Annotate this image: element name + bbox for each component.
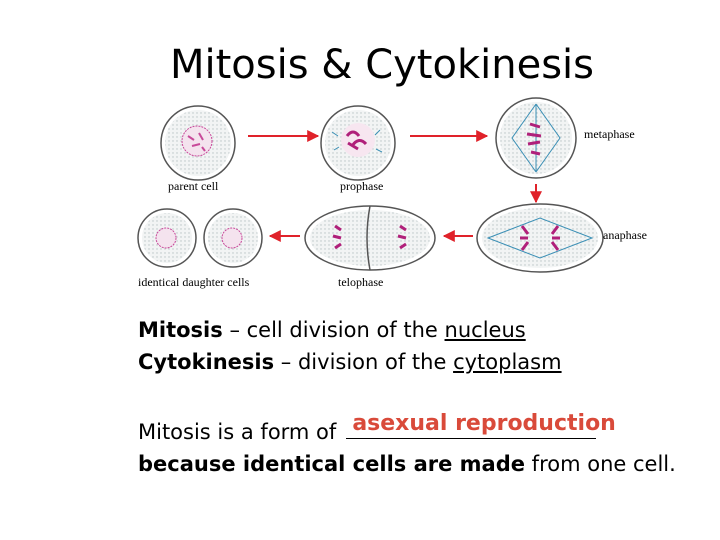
- label-prophase: prophase: [340, 179, 383, 193]
- metaphase-cell: [495, 97, 577, 179]
- anaphase-cell: [476, 203, 604, 273]
- term-mitosis: Mitosis: [138, 318, 223, 342]
- label-metaphase: metaphase: [584, 127, 635, 141]
- definition-cytokinesis: Cytokinesis – division of the cytoplasm: [138, 350, 562, 374]
- question-line-1: Mitosis is a form of asexual reproduction: [138, 411, 616, 444]
- keyword-nucleus: nucleus: [444, 318, 526, 342]
- label-anaphase: anaphase: [603, 228, 647, 242]
- daughter-cell-right: [203, 208, 263, 268]
- answer-blank: asexual reproduction: [346, 411, 616, 439]
- label-daughter-cells: identical daughter cells: [138, 275, 250, 289]
- question-bold: because identical cells are made: [138, 452, 525, 476]
- cytokinesis-text: – division of the: [274, 350, 454, 374]
- question-prefix: Mitosis is a form of: [138, 420, 337, 444]
- definition-mitosis: Mitosis – cell division of the nucleus: [138, 318, 526, 342]
- answer-text: asexual reproduction: [352, 411, 616, 436]
- mitosis-text: – cell division of the: [222, 318, 445, 342]
- question-rest: from one cell.: [525, 452, 676, 476]
- parent-cell: [160, 105, 236, 181]
- mitosis-diagram: parent cell prophase metaphase anaphase …: [137, 97, 647, 289]
- keyword-cytoplasm: cytoplasm: [453, 350, 562, 374]
- page-title: Mitosis & Cytokinesis: [170, 42, 594, 88]
- telophase-cell: [304, 205, 436, 271]
- prophase-cell: [320, 105, 396, 181]
- daughter-cell-left: [137, 208, 197, 268]
- label-parent-cell: parent cell: [168, 179, 219, 193]
- term-cytokinesis: Cytokinesis: [138, 350, 275, 374]
- label-telophase: telophase: [338, 275, 383, 289]
- question-line-2: because identical cells are made from on…: [138, 452, 676, 476]
